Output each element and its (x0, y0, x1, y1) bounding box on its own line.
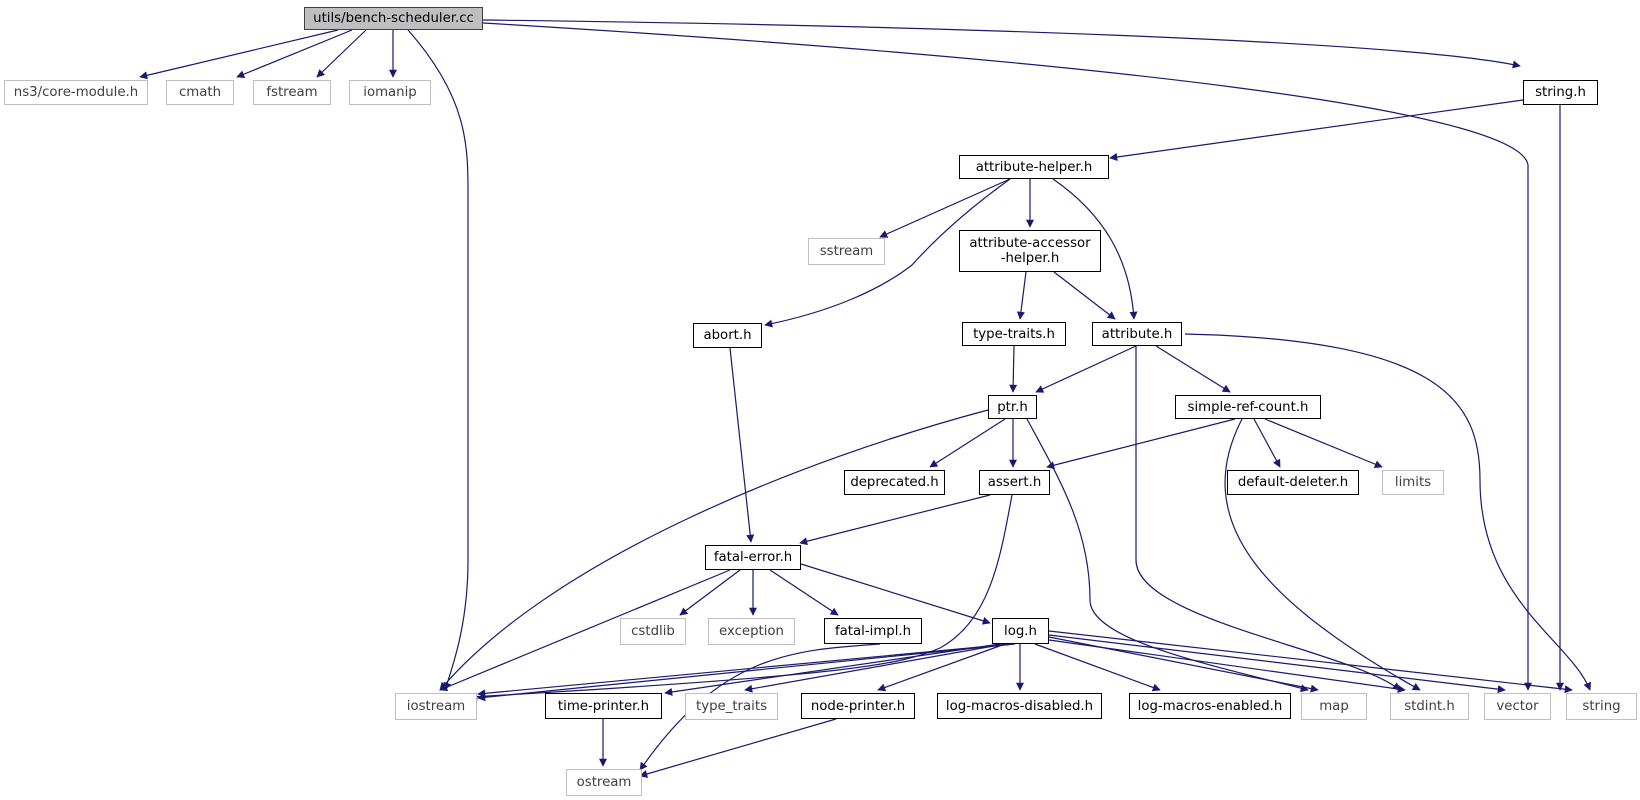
dependency-arrow (769, 569, 839, 616)
dependency-arrow (407, 29, 469, 691)
node-default-deleter-h[interactable]: default-deleter.h (1227, 470, 1359, 495)
dependency-arrow (1048, 630, 1573, 694)
node-type-traits-h[interactable]: type-traits.h (962, 322, 1066, 346)
dependency-arrow (477, 643, 1016, 702)
node-ptr-h[interactable]: ptr.h (988, 395, 1037, 419)
dependency-arrow (679, 569, 741, 616)
node-stdint-h[interactable]: stdint.h (1390, 693, 1469, 720)
dependency-arrow (1009, 345, 1018, 393)
node-vector[interactable]: vector (1484, 693, 1551, 720)
dependency-arrow (1155, 345, 1231, 393)
node-fatal-impl-h[interactable]: fatal-impl.h (824, 618, 922, 644)
node-type-traits[interactable]: type_traits (685, 693, 778, 720)
node-fstream[interactable]: fstream (253, 80, 331, 105)
dependency-arrow (1035, 345, 1137, 393)
node-string-h[interactable]: string.h (1523, 80, 1598, 105)
dependency-arrow (1026, 418, 1309, 693)
dependency-arrow (1046, 418, 1236, 470)
dependency-arrow (139, 29, 339, 80)
dependency-arrow (439, 409, 989, 691)
node-abort-h[interactable]: abort.h (693, 323, 762, 348)
dependency-arrow (1184, 333, 1592, 691)
node-ns3-core-module-h[interactable]: ns3/core-module.h (4, 80, 148, 105)
dependency-arrow (744, 643, 1006, 693)
dependency-arrow (1048, 634, 1506, 694)
node-iomanip[interactable]: iomanip (349, 80, 431, 105)
dependency-arrow (1253, 418, 1281, 468)
node-ostream[interactable]: ostream (566, 769, 642, 796)
dependency-arrow (1052, 178, 1138, 320)
node-deprecated-h[interactable]: deprecated.h (844, 470, 945, 495)
dependency-arrow (799, 494, 991, 546)
dependency-arrow (439, 569, 731, 691)
dependency-arrow (639, 718, 837, 778)
dependency-arrow (929, 418, 1006, 468)
node-exception[interactable]: exception (708, 618, 795, 645)
dependency-arrow (477, 643, 1013, 698)
dependency-arrow (1034, 643, 1161, 692)
node-simple-ref-count-h[interactable]: simple-ref-count.h (1175, 395, 1321, 419)
dependency-arrow (1016, 271, 1027, 320)
dependency-arrow (482, 19, 1521, 69)
node-attribute-accessor-helper-h[interactable]: attribute-accessor -helper.h (959, 230, 1101, 272)
node-log-macros-disabled-h[interactable]: log-macros-disabled.h (937, 693, 1102, 719)
node-log-macros-enabled-h[interactable]: log-macros-enabled.h (1129, 693, 1291, 719)
dependency-arrow (639, 643, 881, 771)
node-sstream[interactable]: sstream (808, 238, 885, 265)
node-log-h[interactable]: log.h (992, 618, 1049, 644)
dependency-arrow (1053, 271, 1116, 320)
node-limits[interactable]: limits (1382, 470, 1444, 495)
node-cmath[interactable]: cmath (166, 80, 234, 105)
dependency-arrow (316, 29, 367, 78)
node-fatal-error-h[interactable]: fatal-error.h (705, 545, 801, 570)
node-map[interactable]: map (1301, 693, 1367, 720)
dependency-arrow (879, 178, 1011, 238)
node-string[interactable]: string (1566, 693, 1637, 720)
dependency-arrow (482, 22, 1532, 691)
node-bench-scheduler-cc[interactable]: utils/bench-scheduler.cc (304, 7, 483, 30)
dependency-arrow (877, 643, 1006, 692)
node-cstdlib[interactable]: cstdlib (620, 618, 686, 645)
dependency-arrow (236, 29, 353, 78)
dependency-arrow (1224, 418, 1421, 691)
node-assert-h[interactable]: assert.h (979, 470, 1050, 495)
node-iostream[interactable]: iostream (395, 693, 477, 720)
dependency-arrow (729, 347, 755, 543)
dependency-arrow (1109, 99, 1524, 161)
dependency-arrow (800, 563, 991, 625)
node-attribute-h[interactable]: attribute.h (1092, 322, 1182, 346)
dependency-arrow (1264, 418, 1383, 468)
node-node-printer-h[interactable]: node-printer.h (801, 693, 915, 719)
node-time-printer-h[interactable]: time-printer.h (545, 693, 662, 719)
dependency-arrow (664, 643, 1001, 696)
dependency-arrow (469, 494, 1013, 701)
dependency-arrow (1048, 639, 1406, 693)
node-attribute-helper-h[interactable]: attribute-helper.h (959, 155, 1109, 179)
dependency-arrow (764, 178, 1011, 328)
